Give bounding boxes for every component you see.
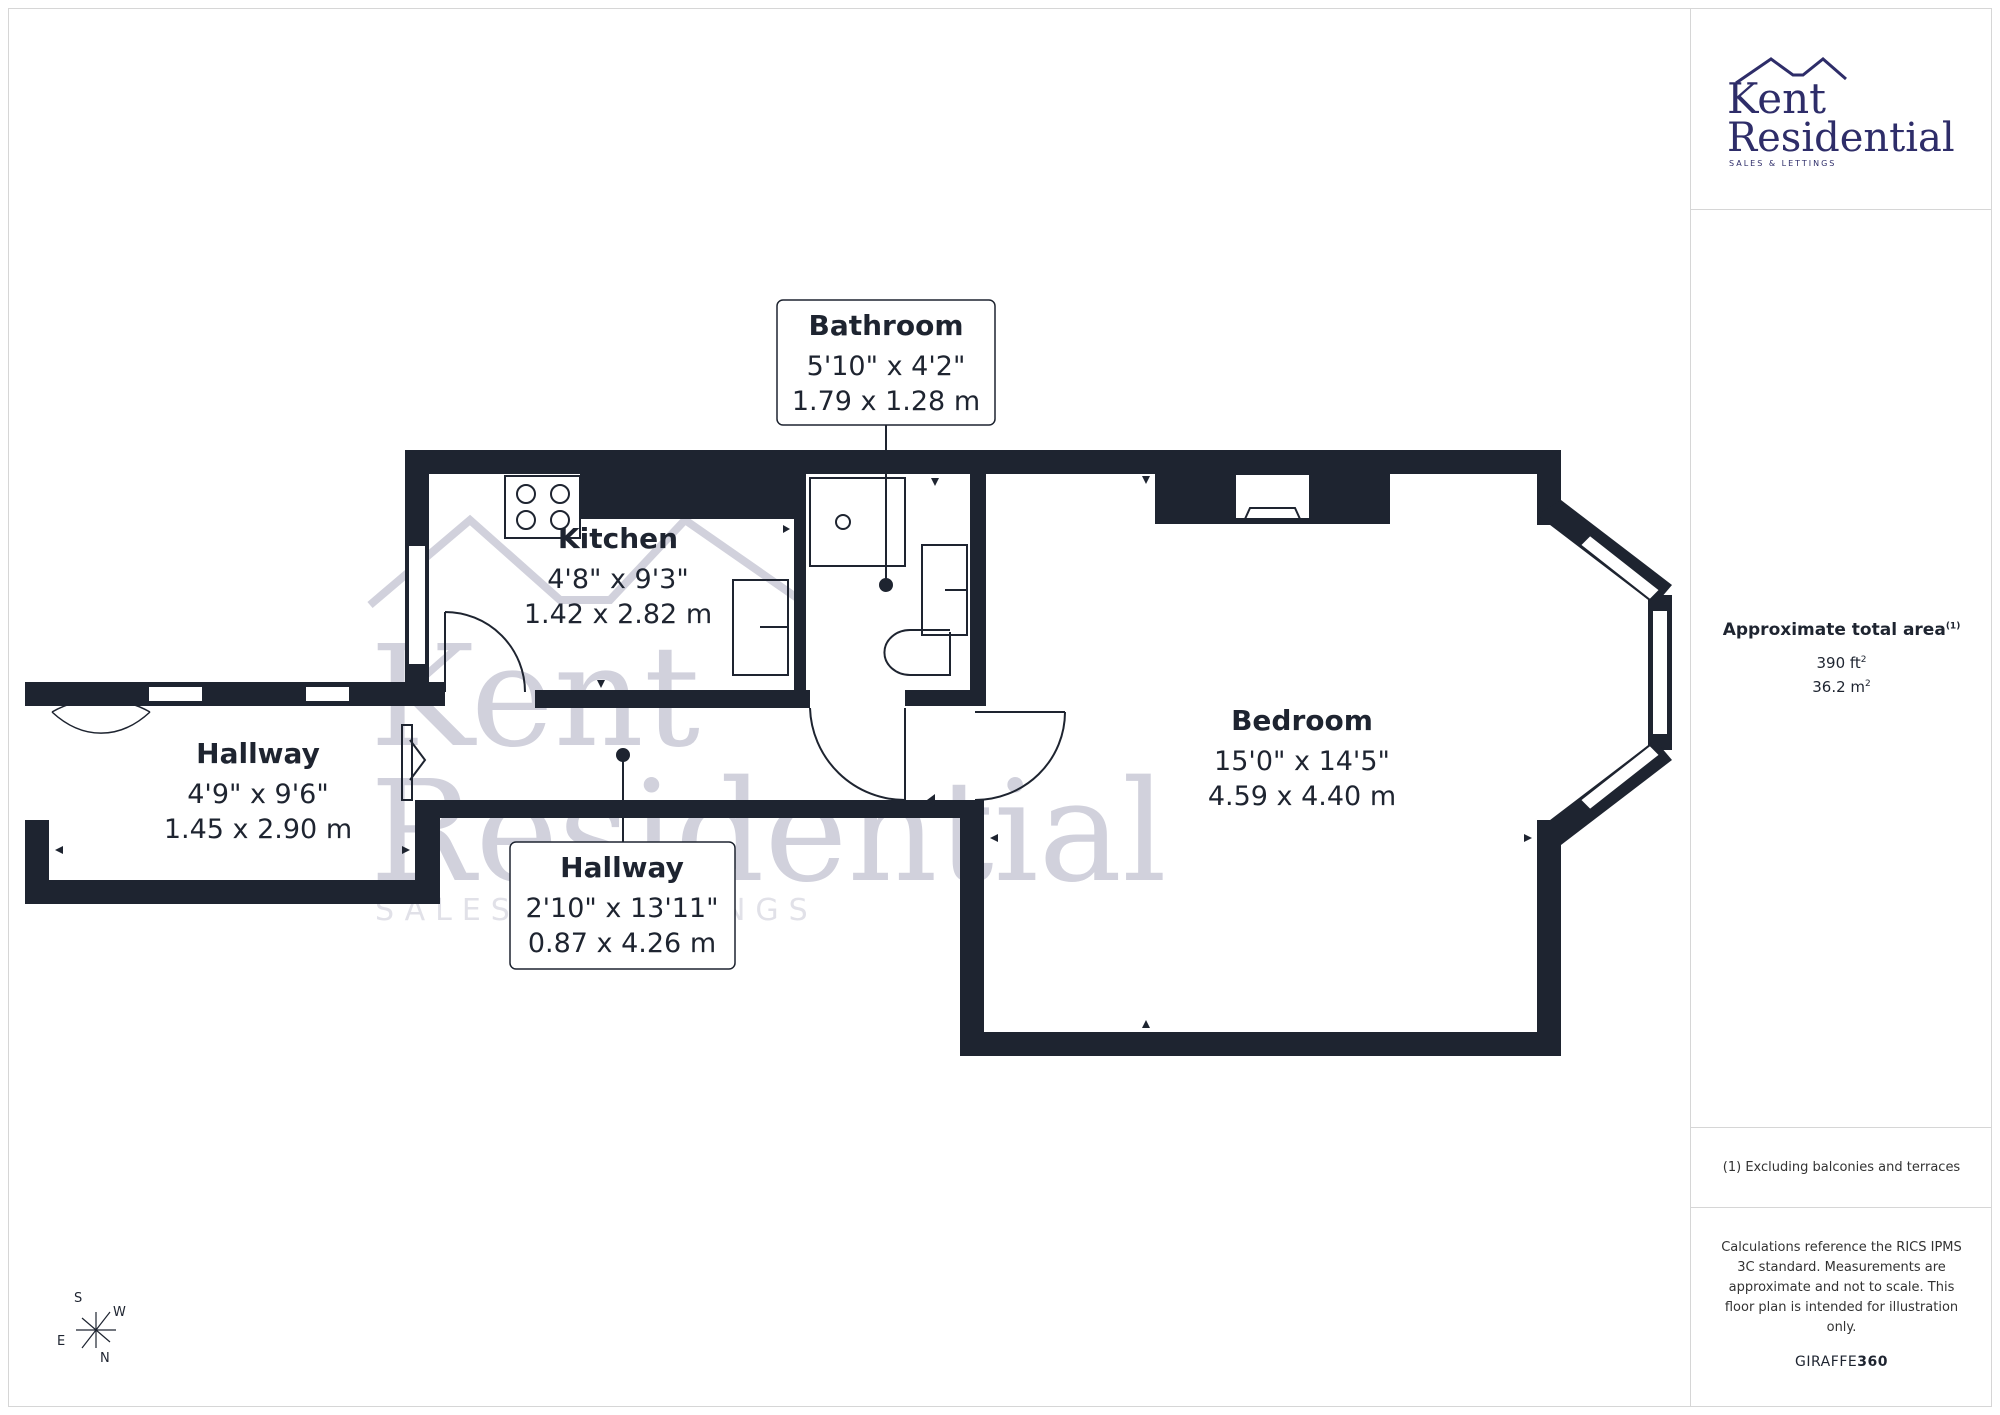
compass-s: S [74,1291,82,1306]
logo-line2: Residential [1727,115,1955,161]
area-title-sup: (1) [1945,621,1961,632]
bathroom-door [809,707,906,801]
watermark-line2: Residential [370,751,1167,914]
room-name-hallway-inner: Hallway [560,851,684,884]
watermark: Kent Residential SALES & LETTINGS [367,514,1167,928]
area-title: Approximate total area [1722,620,1946,640]
logo-tagline: SALES & LETTINGS [1729,159,1837,168]
room-dims-imperial-bathroom: 5'10" x 4'2" [807,351,966,382]
room-dims-imperial-bedroom: 15'0" x 14'5" [1214,746,1390,777]
room-dims-metric-kitchen: 1.42 x 2.82 m [524,599,712,630]
room-dims-metric-hallway-entrance: 1.45 x 2.90 m [164,814,352,845]
compass-w: W [113,1305,126,1320]
room-dims-imperial-hallway-inner: 2'10" x 13'11" [525,893,718,924]
room-dims-metric-bathroom: 1.79 x 1.28 m [792,386,980,417]
area-m-sup: 2 [1865,679,1871,689]
logo-section: Kent Residential SALES & LETTINGS [1691,8,1992,210]
room-dims-imperial-kitchen: 4'8" x 9'3" [547,564,689,595]
footnote: (1) Excluding balconies and terraces [1722,1160,1961,1175]
area-ft: 390 ft [1816,654,1861,672]
sidebar: Kent Residential SALES & LETTINGS Approx… [1690,8,1992,1407]
front-door [51,698,151,734]
calc-note: Calculations reference the RICS IPMS 3C … [1721,1240,1962,1335]
brand-giraffe: GIRAFFE [1795,1354,1858,1370]
room-name-bathroom: Bathroom [808,309,963,342]
page-frame [8,8,1992,1407]
calc-section: Calculations reference the RICS IPMS 3C … [1691,1208,1992,1407]
room-dims-metric-bedroom: 4.59 x 4.40 m [1208,781,1396,812]
room-labels: Bathroom 5'10" x 4'2" 1.79 x 1.28 m Kitc… [164,309,1396,959]
hallway2-label-box [509,841,736,970]
windows [147,533,1669,812]
footnote-section: (1) Excluding balconies and terraces [1691,1128,1992,1208]
bedroom-door [974,711,1066,801]
measure-arrows [55,476,1532,1028]
logo-line1: Kent [1727,74,1827,123]
kitchen-door [444,611,526,693]
area-section: Approximate total area(1) 390 ft2 36.2 m… [1691,210,1992,1128]
room-dims-metric-hallway-inner: 0.87 x 4.26 m [528,928,716,959]
compass: S W E N [57,1291,126,1366]
room-dims-imperial-hallway-entrance: 4'9" x 9'6" [187,779,329,810]
compass-e: E [57,1334,65,1349]
leaders [622,425,887,845]
room-name-kitchen: Kitchen [558,522,678,555]
brand-360: 360 [1857,1354,1888,1370]
compass-n: N [100,1351,110,1366]
floor-plan: Kent Residential SALES & LETTINGS [25,299,1672,1366]
area-ft-sup: 2 [1860,655,1867,665]
bathroom-label-box [776,299,996,426]
shower-tray [809,477,906,567]
label-boxes [509,299,996,970]
area-m: 36.2 m [1812,678,1866,696]
hob [504,475,581,539]
logo-house-icon [1735,57,1847,85]
room-name-bedroom: Bedroom [1231,704,1373,737]
toilet [883,629,951,676]
room-name-hallway-entrance: Hallway [196,737,320,770]
